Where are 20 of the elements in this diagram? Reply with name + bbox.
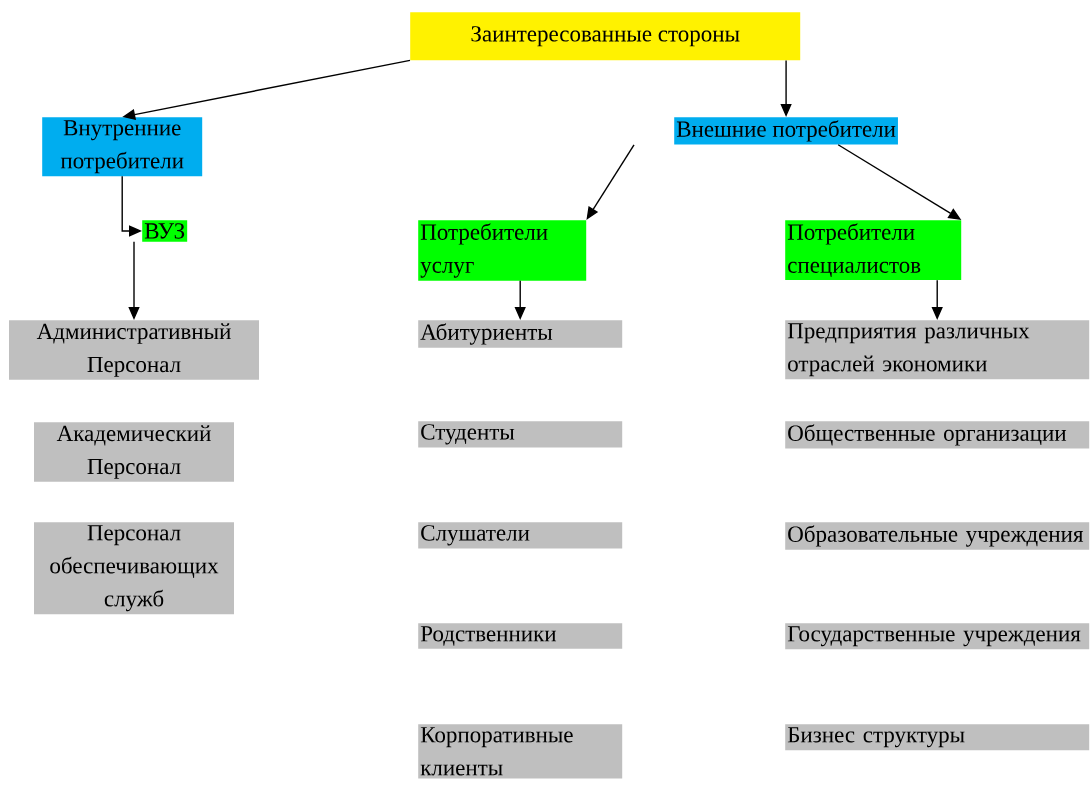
- item-box: Абитуриенты: [418, 320, 623, 348]
- item-box: Государственные учреждения: [785, 623, 1090, 650]
- item-box: Предприятия различных отраслей экономики: [785, 320, 1090, 380]
- item-box: Академический Персонал: [34, 422, 234, 482]
- group-box: Потребители специалистов: [785, 220, 962, 281]
- item-box: Общественные организации: [785, 421, 1090, 449]
- group-box: Внешние потребители: [674, 117, 898, 145]
- item-box: Административный Персонал: [9, 320, 259, 380]
- group-box: Потребители услуг: [418, 220, 587, 281]
- item-box: Бизнес структуры: [785, 724, 1090, 751]
- group-box: Внутренние потребители: [42, 117, 203, 177]
- item-box: Корпоративные клиенты: [418, 724, 623, 779]
- item-box: Образовательные учреждения: [785, 522, 1090, 550]
- title-box: Заинтересованные стороны: [410, 12, 801, 61]
- item-box: Персонал обеспечивающих служб: [34, 522, 234, 615]
- item-box: Слушатели: [418, 522, 623, 549]
- item-box: Родственники: [418, 623, 623, 649]
- arrow: [586, 144, 635, 220]
- group-box: ВУЗ: [142, 220, 188, 242]
- item-box: Студенты: [418, 421, 623, 448]
